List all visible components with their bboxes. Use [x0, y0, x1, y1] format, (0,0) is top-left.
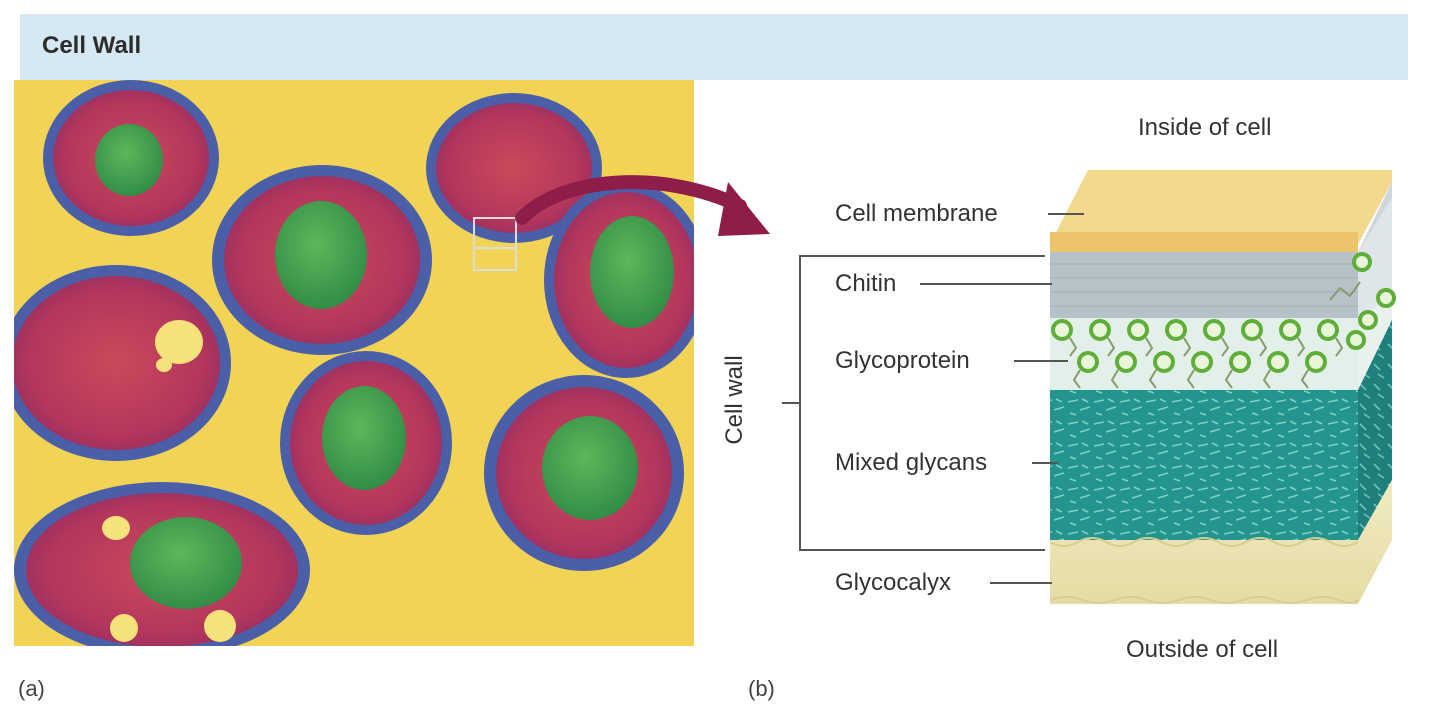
chitin-label: Chitin [835, 270, 897, 297]
membrane-top-face [1050, 170, 1392, 244]
panel-label-a: (a) [18, 676, 45, 701]
micrograph-svg [14, 80, 694, 646]
yeast-cell [14, 265, 231, 461]
yeast-cell [544, 182, 694, 378]
panel-label-b: (b) [748, 676, 775, 701]
yeast-cell [43, 80, 219, 236]
membrane-front [1050, 232, 1358, 252]
leader-lines [920, 213, 1084, 584]
chitin-layer [1050, 252, 1358, 318]
mixed-glycans-layer [1050, 390, 1358, 540]
cell-wall-label: Cell wall [721, 355, 748, 445]
cell-membrane-label: Cell membrane [835, 200, 998, 227]
yeast-cell [484, 375, 684, 571]
micrograph-image [14, 80, 694, 646]
mixed-glycans-label: Mixed glycans [835, 449, 988, 476]
zoom-arrow-head [718, 182, 770, 236]
cell-wall-bracket [799, 255, 1045, 551]
yeast-cell [14, 482, 310, 646]
glycoprotein-label: Glycoprotein [835, 347, 970, 374]
yeast-cell [212, 165, 432, 355]
zoom-arrow [515, 175, 747, 225]
page-title: Cell Wall [42, 32, 142, 59]
glycocalyx-label: Glycocalyx [835, 569, 952, 596]
header-bar: Cell Wall [20, 14, 1408, 80]
yeast-cell [280, 351, 452, 535]
glycoprotein-molecules [1051, 252, 1396, 373]
inside-of-cell-label: Inside of cell [1138, 114, 1272, 141]
outside-of-cell-label: Outside of cell [1126, 636, 1279, 663]
glycocalyx-layer [1050, 480, 1392, 604]
